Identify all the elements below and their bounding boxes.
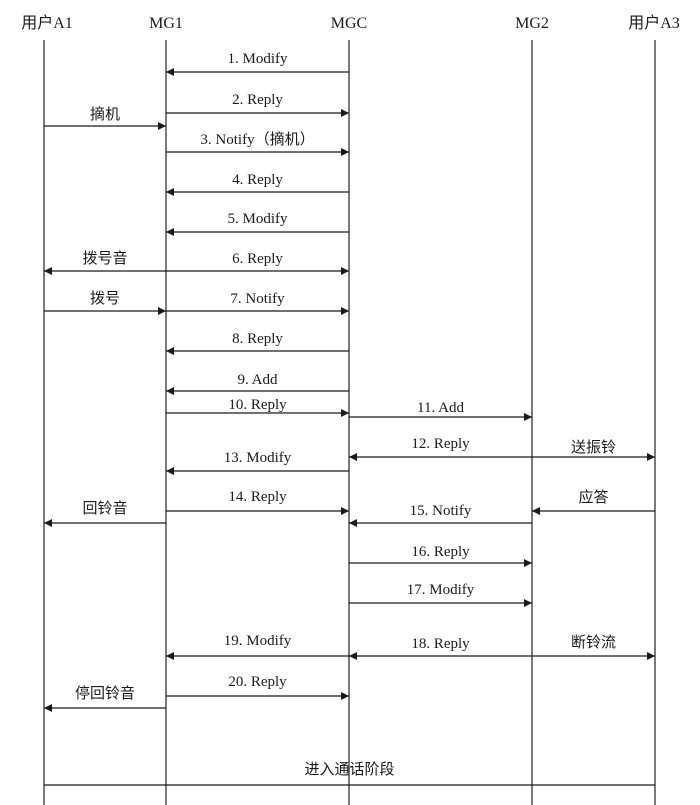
message-label: 2. Reply (232, 92, 283, 108)
message-22: 16. Reply (349, 544, 532, 567)
message-label: 17. Modify (407, 582, 475, 598)
message-label: 回铃音 (82, 500, 127, 517)
message-label: 1. Modify (228, 51, 289, 67)
message-label: 13. Modify (224, 450, 292, 466)
message-label: 送振铃 (571, 439, 616, 456)
message-label: 拨号音 (82, 250, 127, 267)
message-7: 拨号音 (44, 250, 166, 275)
message-label: 12. Reply (411, 436, 470, 452)
message-15: 12. Reply (349, 436, 532, 461)
message-8: 6. Reply (166, 251, 349, 275)
participant-label-a3: 用户A3 (628, 14, 680, 32)
message-11: 8. Reply (166, 331, 349, 355)
message-19: 回铃音 (44, 500, 166, 527)
message-label: 9. Add (237, 372, 278, 388)
message-label: 10. Reply (228, 397, 287, 413)
message-label: 19. Modify (224, 633, 292, 649)
message-label: 20. Reply (228, 674, 287, 690)
message-1: 1. Modify (166, 51, 349, 76)
message-label: 断铃流 (571, 634, 616, 651)
message-label: 4. Reply (232, 172, 283, 188)
message-label: 15. Notify (410, 503, 472, 519)
message-label: 11. Add (417, 400, 464, 416)
message-28: 停回铃音 (44, 685, 166, 712)
call-phase-label: 进入通话阶段 (304, 761, 394, 778)
message-label: 18. Reply (411, 636, 470, 652)
message-18: 14. Reply (166, 489, 349, 515)
message-4: 3. Notify（摘机） (166, 130, 349, 156)
message-label: 拨号 (90, 290, 120, 307)
message-label: 5. Modify (228, 211, 289, 227)
message-label: 停回铃音 (75, 685, 135, 702)
message-label: 3. Notify（摘机） (200, 130, 314, 148)
message-13: 10. Reply (166, 397, 349, 417)
message-3: 摘机 (44, 105, 166, 130)
message-12: 9. Add (166, 372, 349, 395)
message-16: 送振铃 (532, 439, 655, 461)
message-23: 17. Modify (349, 582, 532, 607)
message-17: 13. Modify (166, 450, 349, 475)
message-label: 7. Notify (230, 291, 285, 307)
message-label: 应答 (578, 488, 608, 506)
message-label: 16. Reply (411, 544, 470, 560)
message-label: 摘机 (90, 105, 120, 123)
message-26: 断铃流 (532, 634, 655, 660)
message-2: 2. Reply (166, 92, 349, 117)
participant-label-mg1: MG1 (149, 15, 183, 32)
message-25: 18. Reply (349, 636, 532, 660)
participant-label-mgc: MGC (331, 15, 367, 32)
message-9: 拨号 (44, 290, 166, 315)
call-phase: 进入通话阶段 (44, 761, 655, 786)
message-label: 14. Reply (228, 489, 287, 505)
message-27: 20. Reply (166, 674, 349, 700)
message-5: 4. Reply (166, 172, 349, 196)
message-label: 8. Reply (232, 331, 283, 347)
message-21: 15. Notify (349, 503, 532, 527)
participant-label-a1: 用户A1 (21, 14, 73, 32)
message-10: 7. Notify (166, 291, 349, 315)
message-20: 应答 (532, 488, 655, 515)
message-14: 11. Add (349, 400, 532, 421)
message-6: 5. Modify (166, 211, 349, 236)
message-24: 19. Modify (166, 633, 349, 660)
message-label: 6. Reply (232, 251, 283, 267)
participant-label-mg2: MG2 (515, 15, 549, 32)
